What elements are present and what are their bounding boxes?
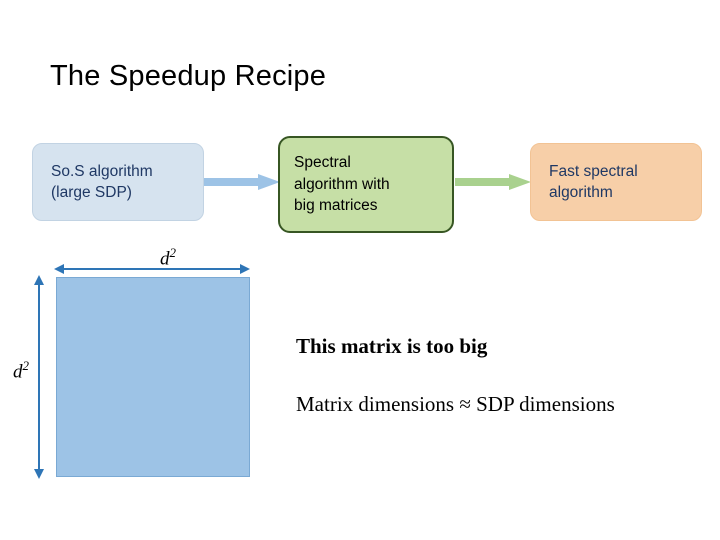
caption-matrix-too-big: This matrix is too big	[296, 334, 488, 358]
flow-box-fast-label: Fast spectral algorithm	[549, 162, 638, 201]
dimension-label-top: d2	[160, 245, 176, 270]
dimension-label-top-base: d	[160, 248, 170, 270]
matrix-rectangle	[56, 277, 250, 477]
flow-box-sos-label: So.S algorithm (large SDP)	[51, 162, 153, 201]
dimension-arrow-vertical	[32, 275, 46, 479]
arrow-right-icon-2	[455, 174, 531, 190]
dimension-label-left-exponent: 2	[22, 358, 30, 373]
caption-matrix-dimensions: Matrix dimensions ≈ SDP dimensions	[296, 392, 615, 416]
flow-box-sos-algorithm[interactable]: So.S algorithm (large SDP)	[32, 143, 204, 221]
arrow-right-icon-1	[204, 174, 280, 190]
flow-box-spectral-algorithm[interactable]: Spectral algorithm with big matrices	[278, 136, 454, 233]
dimension-label-left-base: d	[13, 361, 23, 383]
page-title: The Speedup Recipe	[50, 60, 327, 92]
dimension-arrow-horizontal	[54, 262, 250, 276]
dimension-label-left: d2	[13, 358, 29, 383]
flow-box-spectral-label: Spectral algorithm with big matrices	[294, 154, 390, 215]
flow-box-fast-spectral-algorithm[interactable]: Fast spectral algorithm	[530, 143, 702, 221]
dimension-label-top-exponent: 2	[169, 245, 177, 260]
